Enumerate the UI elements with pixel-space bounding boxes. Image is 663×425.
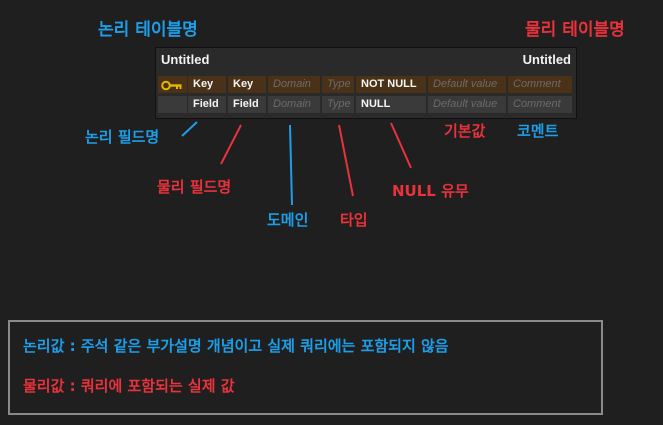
field-icon-cell [158, 96, 187, 113]
field-physical-name[interactable]: Field [228, 96, 266, 113]
key-comment[interactable]: Comment [508, 76, 572, 93]
physical-table-name-label: 물리 테이블명 [525, 20, 625, 40]
key-default-value[interactable]: Default value [428, 76, 506, 93]
field-logical-name[interactable]: Field [188, 96, 226, 113]
field-comment[interactable]: Comment [508, 96, 572, 113]
type-connector [338, 124, 354, 197]
physical-field-connector [220, 124, 242, 165]
key-type[interactable]: Type [322, 76, 354, 93]
logical-field-connector [181, 121, 198, 137]
key-logical-name[interactable]: Key [188, 76, 226, 93]
logical-value-note: 논리값 : 주석 같은 부가설명 개념이고 실제 쿼리에는 포함되지 않음 [23, 337, 449, 355]
entity-box[interactable]: Untitled Untitled Key Key Domain Type NO… [155, 47, 577, 119]
field-null-flag[interactable]: NULL [356, 96, 426, 113]
default-value-label: 기본값 [444, 122, 486, 140]
domain-connector [289, 124, 293, 206]
legend-note-box: 논리값 : 주석 같은 부가설명 개념이고 실제 쿼리에는 포함되지 않음 물리… [8, 320, 603, 415]
entity-physical-title: Untitled [522, 52, 571, 67]
null-flag-label: NULL 유무 [392, 182, 469, 200]
field-default-value[interactable]: Default value [428, 96, 506, 113]
key-domain[interactable]: Domain [268, 76, 320, 93]
field-domain[interactable]: Domain [268, 96, 320, 113]
key-physical-name[interactable]: Key [228, 76, 266, 93]
logical-field-name-label: 논리 필드명 [85, 128, 160, 146]
physical-field-name-label: 물리 필드명 [157, 178, 232, 196]
domain-label: 도메인 [267, 211, 309, 229]
type-label: 타입 [340, 211, 368, 229]
entity-header: Untitled Untitled [156, 48, 576, 72]
comment-label: 코멘트 [517, 122, 559, 140]
field-type[interactable]: Type [322, 96, 354, 113]
logical-table-name-label: 논리 테이블명 [98, 20, 198, 40]
entity-logical-title: Untitled [161, 52, 210, 67]
key-null-flag[interactable]: NOT NULL [356, 76, 426, 93]
null-flag-connector [390, 122, 412, 169]
physical-value-note: 물리값 : 쿼리에 포함되는 실제 값 [23, 377, 235, 395]
key-icon [161, 80, 182, 91]
